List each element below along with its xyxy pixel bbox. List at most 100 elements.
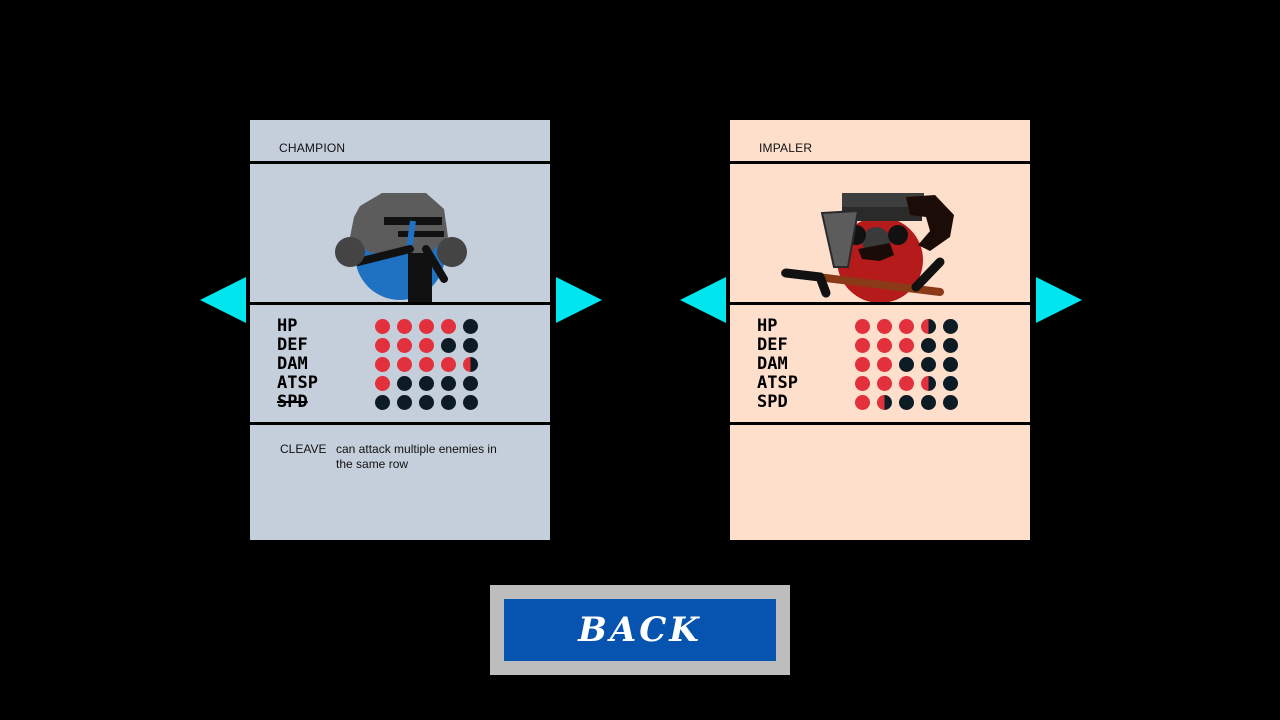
stat-dots bbox=[855, 376, 965, 391]
stat-label: SPD bbox=[757, 392, 788, 412]
stat-dot bbox=[877, 357, 892, 372]
divider bbox=[730, 422, 1030, 425]
stat-dot bbox=[419, 319, 434, 334]
stat-dots bbox=[855, 338, 965, 353]
stat-dot bbox=[375, 395, 390, 410]
ability-description: can attack multiple enemies in the same … bbox=[336, 442, 497, 471]
stat-dot bbox=[441, 319, 456, 334]
stat-dot bbox=[921, 357, 936, 372]
stat-dot bbox=[899, 338, 914, 353]
stat-dot bbox=[375, 338, 390, 353]
stat-dot bbox=[943, 319, 958, 334]
stats-panel: HP DEF DAM ATSP SPD bbox=[277, 317, 485, 412]
stat-dot bbox=[855, 395, 870, 410]
stat-row-def: DEF bbox=[277, 336, 485, 355]
stat-label: HP bbox=[757, 316, 778, 336]
stat-dot bbox=[397, 319, 412, 334]
stat-dot bbox=[855, 376, 870, 391]
stat-dot bbox=[899, 319, 914, 334]
stat-dots bbox=[855, 319, 965, 334]
stat-dot bbox=[375, 319, 390, 334]
back-button[interactable]: BACK bbox=[504, 599, 776, 661]
stat-dot bbox=[463, 395, 478, 410]
stat-dots bbox=[375, 357, 485, 372]
back-button-frame: BACK bbox=[490, 585, 790, 675]
stat-dot bbox=[921, 376, 936, 391]
stat-dot bbox=[463, 338, 478, 353]
unit-name: CHAMPION bbox=[279, 141, 346, 155]
stat-dot bbox=[877, 376, 892, 391]
stat-label: ATSP bbox=[277, 373, 318, 393]
stat-dot bbox=[855, 319, 870, 334]
divider bbox=[250, 302, 550, 305]
stat-row-spd: SPD bbox=[277, 393, 485, 412]
stat-dot bbox=[441, 338, 456, 353]
stat-dot bbox=[463, 376, 478, 391]
stat-dot bbox=[419, 357, 434, 372]
stat-dot bbox=[855, 338, 870, 353]
divider bbox=[730, 161, 1030, 164]
stat-dot bbox=[419, 338, 434, 353]
stat-dot bbox=[419, 395, 434, 410]
stat-row-def: DEF bbox=[757, 336, 965, 355]
stat-dots bbox=[375, 319, 485, 334]
divider bbox=[250, 422, 550, 425]
stat-dot bbox=[441, 357, 456, 372]
champion-portrait bbox=[335, 193, 467, 303]
stat-dot bbox=[397, 376, 412, 391]
stat-label: DEF bbox=[277, 335, 308, 355]
unit-card-impaler: IMPALER HP DEF DAM ATSP bbox=[730, 120, 1030, 540]
stat-dot bbox=[899, 357, 914, 372]
prev-unit-right-triangle-left-icon[interactable] bbox=[680, 277, 726, 323]
stat-dot bbox=[921, 395, 936, 410]
stat-dot bbox=[375, 357, 390, 372]
ability-info: CLEAVE can attack multiple enemies in th… bbox=[280, 442, 516, 472]
stat-row-dam: DAM bbox=[277, 355, 485, 374]
stat-dot bbox=[397, 338, 412, 353]
stat-label: DAM bbox=[757, 354, 788, 374]
stat-dot bbox=[397, 357, 412, 372]
stat-dot bbox=[419, 376, 434, 391]
stat-label: DAM bbox=[277, 354, 308, 374]
stat-dot bbox=[943, 338, 958, 353]
stat-row-hp: HP bbox=[277, 317, 485, 336]
stat-dot bbox=[441, 395, 456, 410]
unit-name: IMPALER bbox=[759, 141, 813, 155]
divider bbox=[250, 161, 550, 164]
stat-row-atsp: ATSP bbox=[757, 374, 965, 393]
impaler-portrait bbox=[781, 193, 954, 303]
stat-dot bbox=[441, 376, 456, 391]
stat-dot bbox=[943, 376, 958, 391]
stat-label: SPD bbox=[277, 392, 308, 412]
stat-dot bbox=[877, 395, 892, 410]
stat-dots bbox=[375, 338, 485, 353]
stat-dot bbox=[877, 338, 892, 353]
stat-label: ATSP bbox=[757, 373, 798, 393]
stat-row-atsp: ATSP bbox=[277, 374, 485, 393]
stat-row-spd: SPD bbox=[757, 393, 965, 412]
stat-dot bbox=[943, 357, 958, 372]
stat-row-hp: HP bbox=[757, 317, 965, 336]
stat-label: HP bbox=[277, 316, 298, 336]
next-unit-left-triangle-right-icon[interactable] bbox=[556, 277, 602, 323]
stat-dot bbox=[921, 338, 936, 353]
stat-dot bbox=[899, 395, 914, 410]
stat-dots bbox=[855, 357, 965, 372]
stat-dot bbox=[943, 395, 958, 410]
stat-row-dam: DAM bbox=[757, 355, 965, 374]
stat-dot bbox=[899, 376, 914, 391]
stats-panel: HP DEF DAM ATSP SPD bbox=[757, 317, 965, 412]
stat-dot bbox=[375, 376, 390, 391]
stat-dot bbox=[463, 319, 478, 334]
next-unit-right-triangle-right-icon[interactable] bbox=[1036, 277, 1082, 323]
stat-dots bbox=[375, 395, 485, 410]
unit-card-champion: CHAMPION HP DEF DAM ATSP SPD bbox=[250, 120, 550, 540]
stat-dot bbox=[877, 319, 892, 334]
stat-label: DEF bbox=[757, 335, 788, 355]
ability-name: CLEAVE bbox=[280, 442, 327, 456]
stat-dot bbox=[855, 357, 870, 372]
prev-unit-left-triangle-left-icon[interactable] bbox=[200, 277, 246, 323]
stat-dots bbox=[855, 395, 965, 410]
stat-dot bbox=[921, 319, 936, 334]
divider bbox=[730, 302, 1030, 305]
